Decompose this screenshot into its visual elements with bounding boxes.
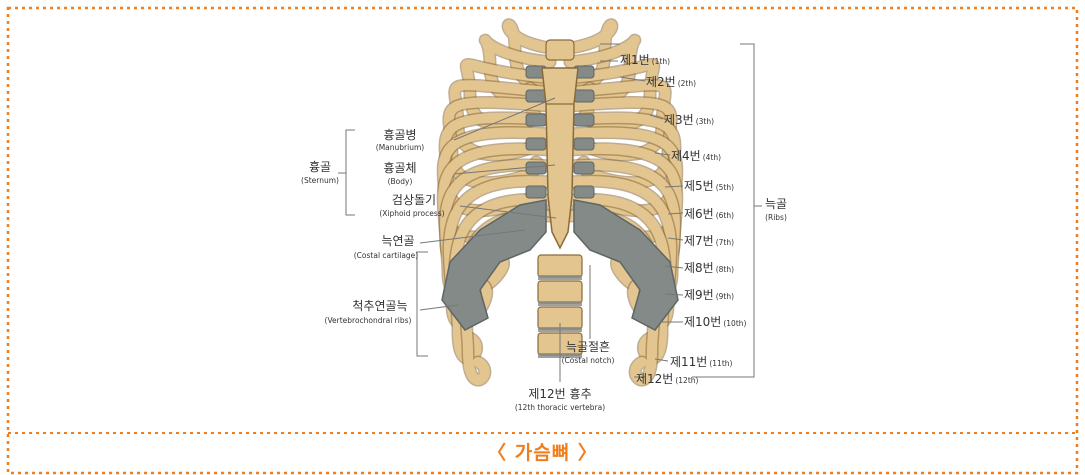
- cartilage-stub-5-right: [574, 162, 594, 174]
- rib-label-4-ko: 제4번: [671, 149, 701, 163]
- vertebra-label-ko: 제12번 흉추: [528, 387, 591, 401]
- rib-label-8-en: (8th): [716, 265, 734, 274]
- rib-label-7-en: (7th): [716, 238, 734, 247]
- rib-label-12-ko: 제12번: [636, 372, 673, 386]
- rib-label-6-ko: 제6번: [684, 207, 714, 221]
- vertebra-label-en: (12th thoracic vertebra): [515, 403, 605, 412]
- rib-label-3-en: (3th): [696, 117, 714, 126]
- cartilage-stub-4-right: [574, 138, 594, 150]
- rib-label-7-ko: 제7번: [684, 234, 714, 248]
- costal-cartilage-label-en: (Costal cartilage): [354, 251, 419, 260]
- cartilage-stub-3-left: [526, 114, 546, 126]
- rib-label-1-en: (1th): [652, 57, 670, 66]
- rib-label-8-ko: 제8번: [684, 261, 714, 275]
- lower-vertebra-2: [538, 281, 582, 303]
- sternum-label-en: (Sternum): [301, 176, 339, 185]
- body-label-en: (Body): [388, 177, 413, 186]
- cartilage-stub-5-left: [526, 162, 546, 174]
- rib-label-11-en: (11th): [709, 359, 732, 368]
- rib-label-5-ko: 제5번: [684, 179, 714, 193]
- vertebra-top: [546, 40, 574, 60]
- ribs-group-label-en: (Ribs): [765, 213, 787, 222]
- cartilage-stub-6-left: [526, 186, 546, 198]
- rib-label-2-en: (2th): [678, 79, 696, 88]
- cartilage-stub-2-left: [526, 90, 546, 102]
- rib-label-6-en: (6th): [716, 211, 734, 220]
- lower-vertebra-1: [538, 255, 582, 277]
- manubrium-label-en: (Manubrium): [376, 143, 424, 152]
- rib-label-12-en: (12th): [675, 376, 698, 385]
- costal-cartilage-label-ko: 늑연골: [381, 234, 414, 248]
- rib-label-9-en: (9th): [716, 292, 734, 301]
- rib-label-3-ko: 제3번: [664, 113, 694, 127]
- rib-label-2-ko: 제2번: [646, 75, 676, 89]
- sternum-label-ko: 흉골: [309, 160, 331, 174]
- xiphoid-label-en: (Xiphoid process): [379, 209, 444, 218]
- vertebrochondral-label-en: (Vertebrochondral ribs): [325, 316, 412, 325]
- costal-notch-label-ko: 늑골절흔: [566, 340, 610, 354]
- rib-label-4-en: (4th): [703, 153, 721, 162]
- costal-notch-label-en: (Costal notch): [562, 356, 615, 365]
- cartilage-stub-2-right: [574, 90, 594, 102]
- intervertebral-disc-1: [538, 275, 582, 280]
- cartilage-stub-4-left: [526, 138, 546, 150]
- rib-label-11-ko: 제11번: [670, 355, 707, 369]
- ribs-group-label: 늑골 (Ribs): [765, 197, 787, 222]
- xiphoid-label-ko: 검상돌기: [392, 193, 436, 207]
- ribs-group-label-ko: 늑골: [765, 197, 787, 211]
- rib-label-5-en: (5th): [716, 183, 734, 192]
- rib-label-10-en: (10th): [723, 319, 746, 328]
- vertebrochondral-label-ko: 척추연골늑: [352, 299, 407, 313]
- body-label-ko: 흉골체: [383, 161, 416, 175]
- intervertebral-disc-2: [538, 301, 582, 306]
- rib-label-10-ko: 제10번: [684, 315, 721, 329]
- figure-caption: 〈 가슴뼈 〉: [0, 438, 1085, 465]
- cartilage-stub-3-right: [574, 114, 594, 126]
- rib-label-1-ko: 제1번: [620, 53, 650, 67]
- cartilage-stub-6-right: [574, 186, 594, 198]
- rib-label-9-ko: 제9번: [684, 288, 714, 302]
- manubrium-label-ko: 흉골병: [383, 128, 416, 142]
